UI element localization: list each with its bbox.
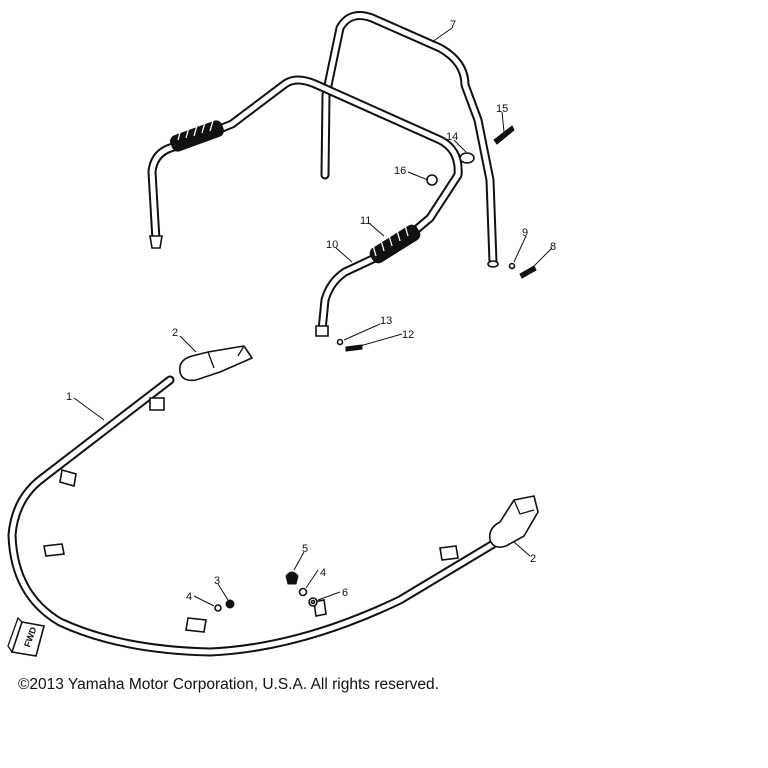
hardware-16 [426,174,438,186]
callout-2-front: 2 [530,553,536,565]
callout-10: 10 [326,239,338,251]
front-bumper [7,375,505,657]
callout-14: 14 [446,131,458,143]
callout-15: 15 [496,103,508,115]
hardware-12-13 [336,338,363,352]
hardware-14 [459,152,475,164]
callout-9: 9 [522,227,528,239]
callout-2-rear: 2 [172,327,178,339]
fwd-marker: FWD [7,616,45,657]
callout-5: 5 [302,543,308,555]
parts-diagram: FWD 1 2 2 3 4 4 5 6 7 8 9 10 11 12 13 14… [7,11,556,657]
grab-handle [147,75,463,335]
callout-4-left: 4 [186,591,192,603]
grip-right [369,221,421,264]
callout-1: 1 [66,391,72,403]
callout-13: 13 [380,315,392,327]
callout-7: 7 [450,19,456,31]
callout-4-right: 4 [320,567,326,579]
callout-11: 11 [360,215,371,227]
copyright-notice: ©2013 Yamaha Motor Corporation, U.S.A. A… [18,676,439,693]
callout-12: 12 [402,329,414,341]
leader-lines [73,27,553,607]
rear-grab-bar [320,11,499,268]
callout-3: 3 [214,575,220,587]
callout-6: 6 [342,587,348,599]
hardware-15 [493,125,515,145]
hardware-4-5-6 [285,571,318,607]
callout-8: 8 [550,241,556,253]
bumper-end-cap-rear [178,345,254,382]
bumper-end-cap-front [488,495,539,548]
callout-16: 16 [394,165,406,177]
grip-left [170,116,224,152]
hardware-3-4 [214,599,235,612]
hardware-8-9 [508,262,537,279]
